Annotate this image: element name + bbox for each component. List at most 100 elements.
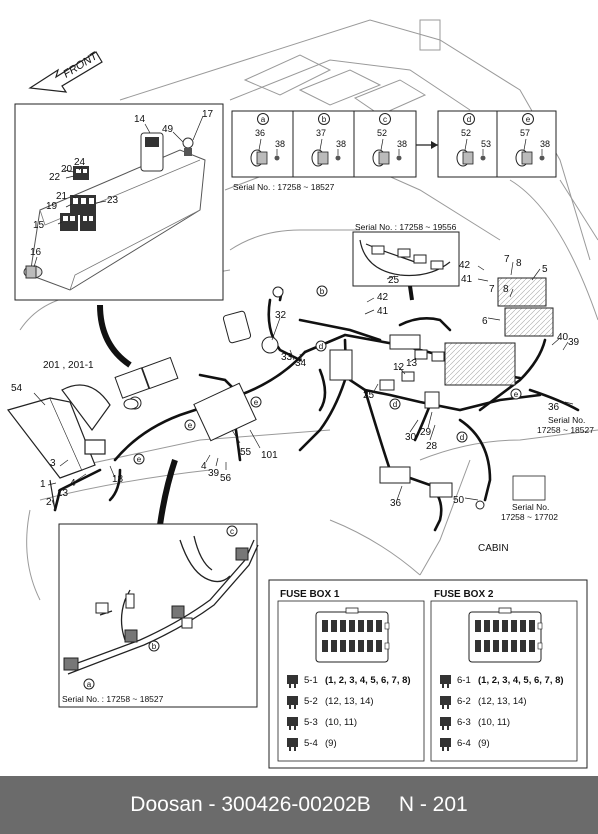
callout-42a: 42 <box>459 260 471 271</box>
footer-page-number: N - 201 <box>398 793 468 816</box>
callout-7b: 7 <box>489 284 495 295</box>
fuse-item-5-2: 5-2 (12, 13, 14) <box>287 696 374 709</box>
fuse-id: 6-2 <box>457 696 471 707</box>
svg-text:d: d <box>393 400 397 409</box>
footer-bar: Doosan - 300426-00202B N - 201 <box>0 776 598 834</box>
callout-39: 39 <box>208 468 220 479</box>
left-monitor <box>6 384 111 511</box>
fuse-detail: (9) <box>325 738 337 749</box>
callout-36-main: 36 <box>390 498 402 509</box>
detail-side-callout: 38 <box>336 139 346 149</box>
svg-text:c: c <box>230 527 234 536</box>
fuse-detail: (10, 11) <box>478 717 510 728</box>
callout-24: 24 <box>74 157 86 168</box>
detail-letter: e <box>526 115 531 124</box>
callout-13b: 13 <box>406 358 418 369</box>
callout-4b: 4 <box>201 461 207 472</box>
fuse-item-5-3: 5-3(10, 11) <box>287 717 357 730</box>
serial-50-line1: Serial No. <box>512 502 549 512</box>
callout-41a: 41 <box>461 274 473 285</box>
detail-side-callout: 38 <box>540 139 550 149</box>
svg-text:a: a <box>87 680 92 689</box>
fuse-box-1-graphic <box>315 607 390 663</box>
inset-switch-panel: 14 49 17 20 24 22 21 19 23 15 16 <box>14 103 224 301</box>
serial-36-line2: 17258 ~ 18527 <box>537 425 594 435</box>
fuse-legend: 5-1(1, 2, 3, 4, 5, 6, 7, 8) 5-2 (12, 13, 1… <box>287 675 564 751</box>
detail-top-callout: 52 <box>377 128 387 138</box>
callout-33: 33 <box>281 352 293 363</box>
fuse-box-2-graphic <box>468 607 543 663</box>
main-harness <box>53 288 580 532</box>
callout-56: 56 <box>220 473 232 484</box>
fuse-item-6-3: 6-3 (10, 11) <box>440 717 510 730</box>
callout-15: 15 <box>33 220 45 231</box>
detail-box-e: e 57 38 <box>515 113 550 167</box>
footer-part-number: Doosan - 300426-00202B <box>130 793 371 816</box>
fuse-id: 5-1 <box>304 675 318 686</box>
detail-letter: b <box>322 115 327 124</box>
svg-text:e: e <box>514 390 519 399</box>
front-arrow: FRONT <box>28 50 103 93</box>
serial-bottom-inset: Serial No. : 17258 ~ 18527 <box>62 694 164 704</box>
callout-28: 28 <box>426 441 438 452</box>
callout-30: 30 <box>405 432 417 443</box>
fuse-detail: (12, 13, 14) <box>325 696 374 707</box>
callout-5: 5 <box>542 264 548 275</box>
fuse-detail: (9) <box>478 738 490 749</box>
right-serials: Serial No. 17258 ~ 18527 Serial No. 1725… <box>501 415 594 522</box>
callout-32: 32 <box>275 310 287 321</box>
callout-12: 12 <box>393 362 405 373</box>
fuse-detail: (10, 11) <box>325 717 357 728</box>
svg-text:e: e <box>254 398 259 407</box>
fuse-id: 6-3 <box>457 717 471 728</box>
callout-34: 34 <box>295 358 307 369</box>
callout-14: 14 <box>134 114 146 125</box>
fuse-detail: (12, 13, 14) <box>478 696 527 707</box>
lower-leader-arrow <box>157 459 178 526</box>
callout-3: 3 <box>50 458 56 469</box>
callout-1: 1 <box>40 479 46 490</box>
callout-8b: 8 <box>503 284 509 295</box>
serial-50-line2: 17258 ~ 17702 <box>501 512 558 522</box>
svg-text:e: e <box>137 455 142 464</box>
callout-25-inset: 25 <box>388 275 400 286</box>
fuse-id: 5-2 <box>304 696 318 707</box>
detail-top-callout: 57 <box>520 128 530 138</box>
callout-leaders <box>33 261 574 509</box>
detail-top-callout: 37 <box>316 128 326 138</box>
callout-20: 20 <box>61 164 73 175</box>
callout-36-right: 36 <box>548 402 560 413</box>
svg-text:e: e <box>188 421 193 430</box>
detail-top-callout: 36 <box>255 128 265 138</box>
fuse-item-6-1: 6-1(1, 2, 3, 4, 5, 6, 7, 8) <box>440 675 564 688</box>
fuse-id: 6-4 <box>457 738 471 749</box>
detail-side-callout: 53 <box>481 139 491 149</box>
callout-16: 16 <box>30 247 42 258</box>
detail-side-callout: 38 <box>397 139 407 149</box>
callout-22: 22 <box>49 172 61 183</box>
callout-19: 19 <box>46 201 58 212</box>
svg-text:d: d <box>319 342 323 351</box>
serial-36-line1: Serial No. <box>548 415 585 425</box>
fuse-box-1-title: FUSE BOX 1 <box>280 589 340 600</box>
callout-labels: 201 , 201-1 54 3 4 13 1 2 18 32 33 34 55… <box>11 254 580 509</box>
callout-2: 2 <box>46 497 52 508</box>
fuse-graphics <box>315 607 543 663</box>
callout-101: 101 <box>261 450 278 461</box>
callout-25-main: 25 <box>363 390 375 401</box>
harness-connectors <box>114 277 554 510</box>
callout-21: 21 <box>56 191 68 202</box>
callout-50b: 50 <box>453 495 465 506</box>
svg-text:d: d <box>460 433 464 442</box>
callout-54: 54 <box>11 383 23 394</box>
parts-diagram: FRONT 14 <box>6 19 598 769</box>
fuse-box-panel: FUSE BOX 1 FUSE BOX 2 <box>268 579 588 769</box>
svg-text:b: b <box>152 642 157 651</box>
fuse-item-6-2: 6-2 (12, 13, 14) <box>440 696 527 709</box>
fuse-item-5-1: 5-1(1, 2, 3, 4, 5, 6, 7, 8) <box>287 675 411 688</box>
detail-box-b: b 37 38 <box>311 113 346 167</box>
svg-text:b: b <box>320 287 325 296</box>
